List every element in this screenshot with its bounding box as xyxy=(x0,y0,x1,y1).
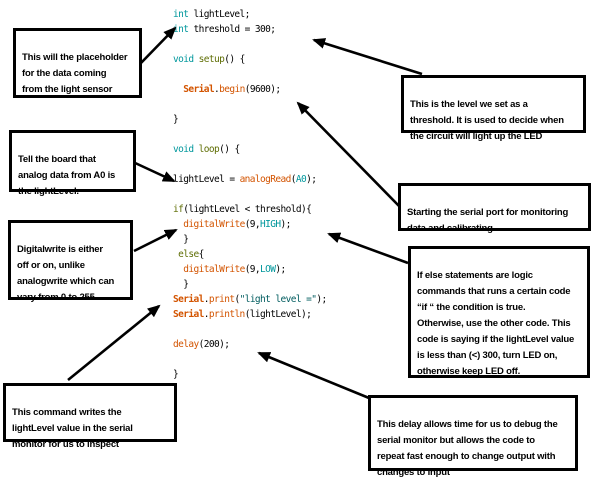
code-line: } xyxy=(173,114,179,125)
arrow-analog-box-to-analogread xyxy=(132,160,176,183)
arrow-ifelse-box-to-digitalwrite-high xyxy=(327,232,409,265)
arrow-delay-box-to-delay xyxy=(257,351,370,400)
callout-threshold: This is the level we set as a threshold.… xyxy=(401,75,586,142)
code-line: } xyxy=(173,369,179,380)
code-line: if(lightLevel < threshold){ xyxy=(173,204,312,215)
arduino-code-block: int lightLevel; int threshold = 300; void… xyxy=(173,7,327,382)
callout-serial-print: This command writes the lightLevel value… xyxy=(3,383,177,450)
callout-digitalwrite: Digitalwrite is either off or on, unlike… xyxy=(8,220,133,303)
code-line: } xyxy=(173,279,189,290)
code-line: void loop() { xyxy=(173,144,240,155)
arrow-serialprint-box-to-serial-print xyxy=(67,304,161,382)
callout-text: Tell the board that analog data from A0 … xyxy=(18,153,116,197)
code-line: int lightLevel; xyxy=(173,9,250,20)
callout-text: This will the placeholder for the data c… xyxy=(22,51,128,95)
code-line: digitalWrite(9,LOW); xyxy=(183,264,286,275)
callout-text: If else statements are logic commands th… xyxy=(417,269,575,377)
callout-delay: This delay allows time for us to debug t… xyxy=(368,395,578,477)
callout-text: Starting the serial port for monitoring … xyxy=(407,206,569,234)
callout-text: Digitalwrite is either off or on, unlike… xyxy=(17,243,115,303)
code-line: Serial.println(lightLevel); xyxy=(173,309,312,320)
callout-if-else: If else statements are logic commands th… xyxy=(408,246,590,378)
code-line: digitalWrite(9,HIGH); xyxy=(183,219,291,230)
callout-lightlevel-placeholder: This will the placeholder for the data c… xyxy=(13,28,142,98)
callout-analog-a0: Tell the board that analog data from A0 … xyxy=(9,130,136,197)
code-line: else{ xyxy=(178,249,204,260)
code-line: delay(200); xyxy=(173,339,230,350)
callout-text: This delay allows time for us to debug t… xyxy=(377,418,558,477)
code-line: lightLevel = analogRead(A0); xyxy=(173,174,317,185)
arrow-threshold-box-to-threshold-line xyxy=(312,38,423,76)
callout-serial-start: Starting the serial port for monitoring … xyxy=(398,183,591,234)
callout-text: This is the level we set as a threshold.… xyxy=(410,98,564,142)
arrow-placeholder-to-lightlevel xyxy=(139,26,177,65)
callout-text: This command writes the lightLevel value… xyxy=(12,406,133,450)
code-line: } xyxy=(173,234,189,245)
arrow-serialstart-box-to-serial-begin xyxy=(296,101,400,207)
code-line: void setup() { xyxy=(173,54,245,65)
arrow-digitalwrite-box-to-code xyxy=(133,228,178,253)
code-line: Serial.print("light level ="); xyxy=(173,294,327,305)
code-line: Serial.begin(9600); xyxy=(183,84,281,95)
code-line: int threshold = 300; xyxy=(173,24,276,35)
